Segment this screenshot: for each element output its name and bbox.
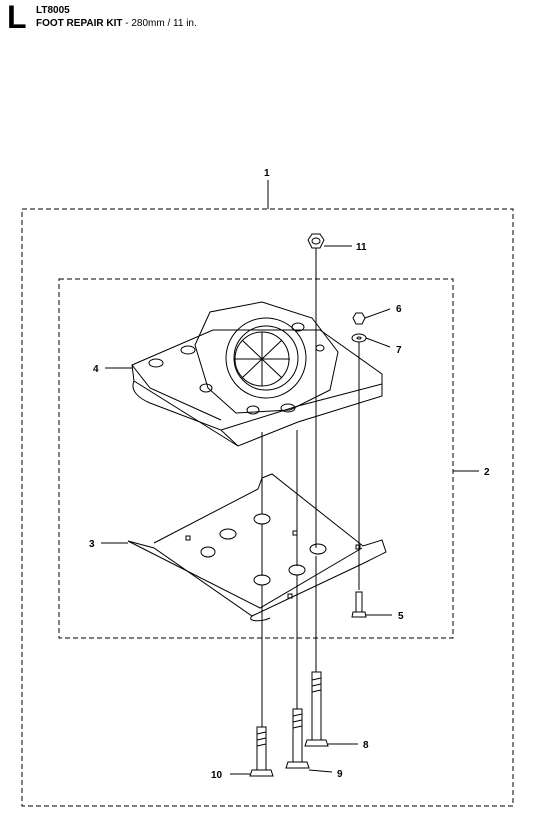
callout-6: 6 <box>396 304 402 315</box>
title-size: - 280mm / 11 in. <box>122 18 197 29</box>
callout-3: 3 <box>89 539 95 550</box>
bolt-9 <box>285 708 333 773</box>
nut-11 <box>307 233 352 249</box>
washer-7 <box>351 333 391 348</box>
callout-7: 7 <box>396 345 402 356</box>
model-number: LT8005 <box>36 5 70 16</box>
screw-5 <box>351 591 392 618</box>
callout-10: 10 <box>211 770 223 781</box>
plate-group-box <box>58 278 454 639</box>
callout-11: 11 <box>356 242 367 253</box>
upper-plate <box>131 301 383 447</box>
skid-plate <box>127 473 387 622</box>
callout-1: 1 <box>264 168 270 179</box>
nut-6 <box>352 308 391 325</box>
title-bold: FOOT REPAIR KIT <box>36 18 123 29</box>
section-letter: L <box>7 0 27 35</box>
callout-5: 5 <box>398 611 404 622</box>
callout-2: 2 <box>484 467 490 478</box>
kit-outer-box <box>21 208 514 807</box>
bolt-8 <box>304 671 358 747</box>
bolt-10 <box>230 726 274 777</box>
callout-4: 4 <box>93 364 99 375</box>
callout-8: 8 <box>363 740 369 751</box>
callout-9: 9 <box>337 769 343 780</box>
page-title: FOOT REPAIR KIT - 280mm / 11 in. <box>36 18 197 29</box>
